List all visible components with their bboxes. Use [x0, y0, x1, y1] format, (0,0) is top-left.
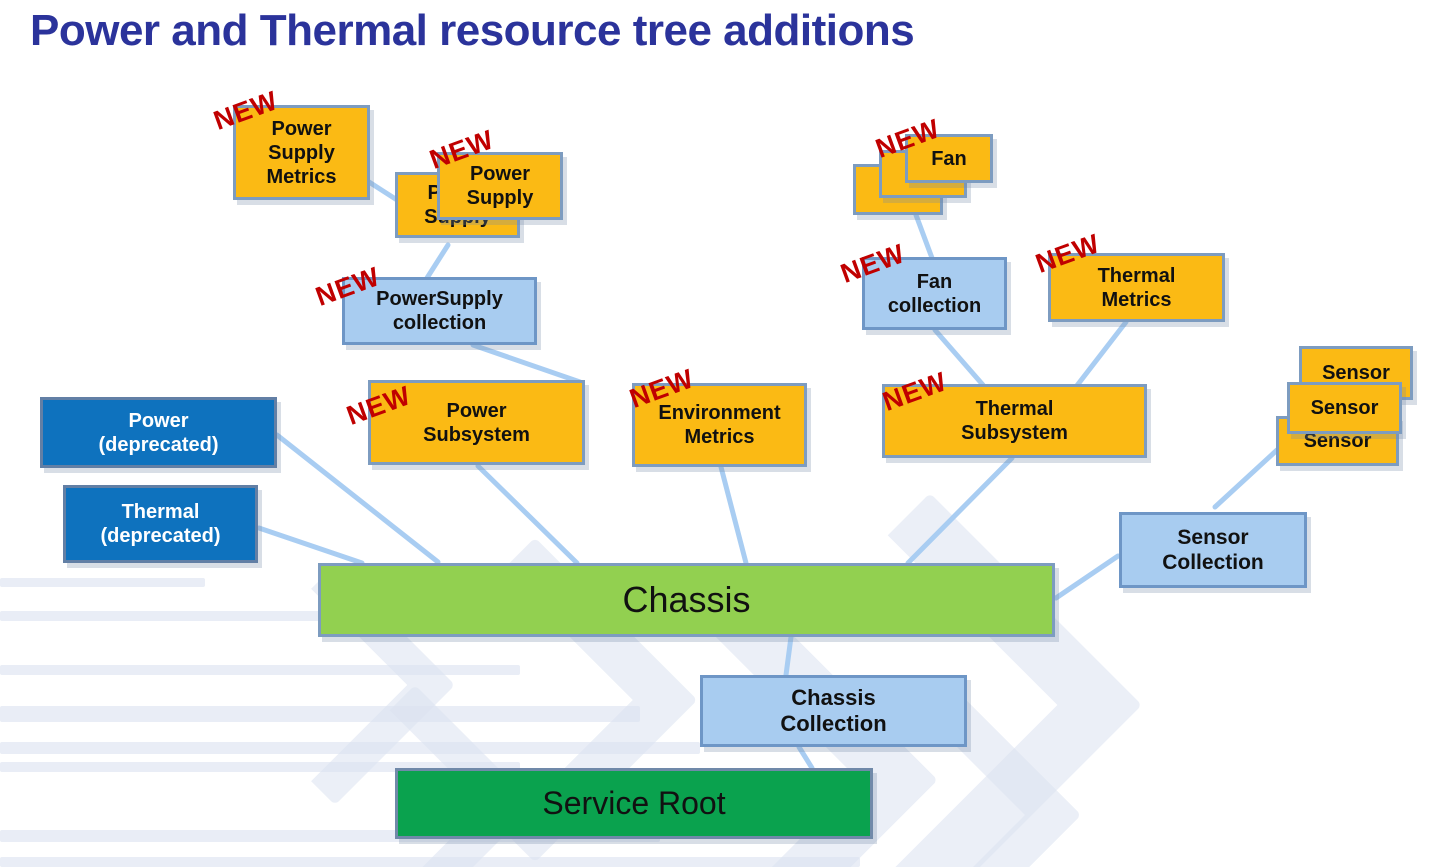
node-label: Thermal Metrics: [1097, 264, 1176, 311]
node-thermal-deprecated: Thermal (deprecated): [63, 485, 258, 563]
page-title: Power and Thermal resource tree addition…: [30, 6, 915, 55]
node-label: Power Supply: [466, 163, 534, 209]
node-power-deprecated: Power (deprecated): [40, 397, 277, 468]
edge-connector: [256, 525, 365, 566]
edge-connector: [1053, 553, 1121, 601]
watermark-stripe: [0, 578, 205, 587]
node-power-supply-metrics: Power Supply Metrics: [233, 105, 370, 200]
node-label: Fan collection: [887, 270, 982, 317]
node-label: Sensor: [1322, 362, 1390, 384]
node-label: Power Subsystem: [423, 399, 530, 446]
edge-connector: [424, 242, 451, 281]
watermark-stripe: [0, 665, 520, 675]
node-fan-collection: Fan collection: [862, 257, 1007, 330]
node-label: Thermal (deprecated): [100, 501, 221, 547]
node-chassis: Chassis: [318, 563, 1055, 637]
node-power-supply-front: Power Supply: [437, 152, 563, 220]
node-label: Thermal Subsystem: [961, 398, 1068, 444]
watermark-stripe: [0, 762, 520, 772]
edge-connector: [783, 634, 794, 678]
edge-connector: [932, 327, 986, 388]
node-label: Service Root: [542, 785, 726, 822]
node-power-supply-collection: PowerSupply collection: [342, 277, 537, 345]
node-label: Chassis: [622, 579, 751, 621]
node-label: Environment Metrics: [658, 402, 781, 448]
node-label: Fan: [931, 147, 967, 170]
node-sensor-collection: Sensor Collection: [1119, 512, 1307, 588]
node-thermal-metrics: Thermal Metrics: [1048, 253, 1225, 322]
watermark-stripe: [0, 611, 560, 621]
edge-connector: [905, 455, 1015, 566]
edge-connector: [475, 463, 580, 566]
watermark-stripe: [0, 706, 640, 722]
node-label: Sensor Collection: [1162, 525, 1264, 574]
node-environment-metrics: Environment Metrics: [632, 383, 807, 467]
edge-connector: [913, 212, 935, 261]
node-label: Chassis Collection: [780, 684, 887, 736]
edge-connector: [470, 342, 583, 385]
node-chassis-collection: Chassis Collection: [700, 675, 967, 747]
watermark-stripe: [0, 857, 860, 867]
edge-connector: [1069, 319, 1129, 395]
watermark-stripe: [0, 742, 700, 754]
node-fan-front: Fan: [905, 134, 993, 183]
node-power-subsystem: Power Subsystem: [368, 380, 585, 465]
edge-connector: [796, 744, 815, 771]
node-thermal-subsystem: Thermal Subsystem: [882, 384, 1147, 458]
node-label: Sensor: [1303, 430, 1372, 452]
edge-connector: [274, 432, 441, 565]
node-label: PowerSupply collection: [376, 288, 503, 334]
node-label: Power (deprecated): [98, 409, 219, 456]
node-service-root: Service Root: [395, 768, 873, 839]
node-label: Sensor: [1310, 397, 1379, 419]
edge-connector: [1212, 447, 1280, 510]
node-sensor-middle: Sensor: [1287, 382, 1402, 434]
node-sensor-top: Sensor: [1299, 346, 1413, 400]
node-label: Power Supply Metrics: [266, 117, 337, 188]
edge-connector: [718, 464, 749, 566]
